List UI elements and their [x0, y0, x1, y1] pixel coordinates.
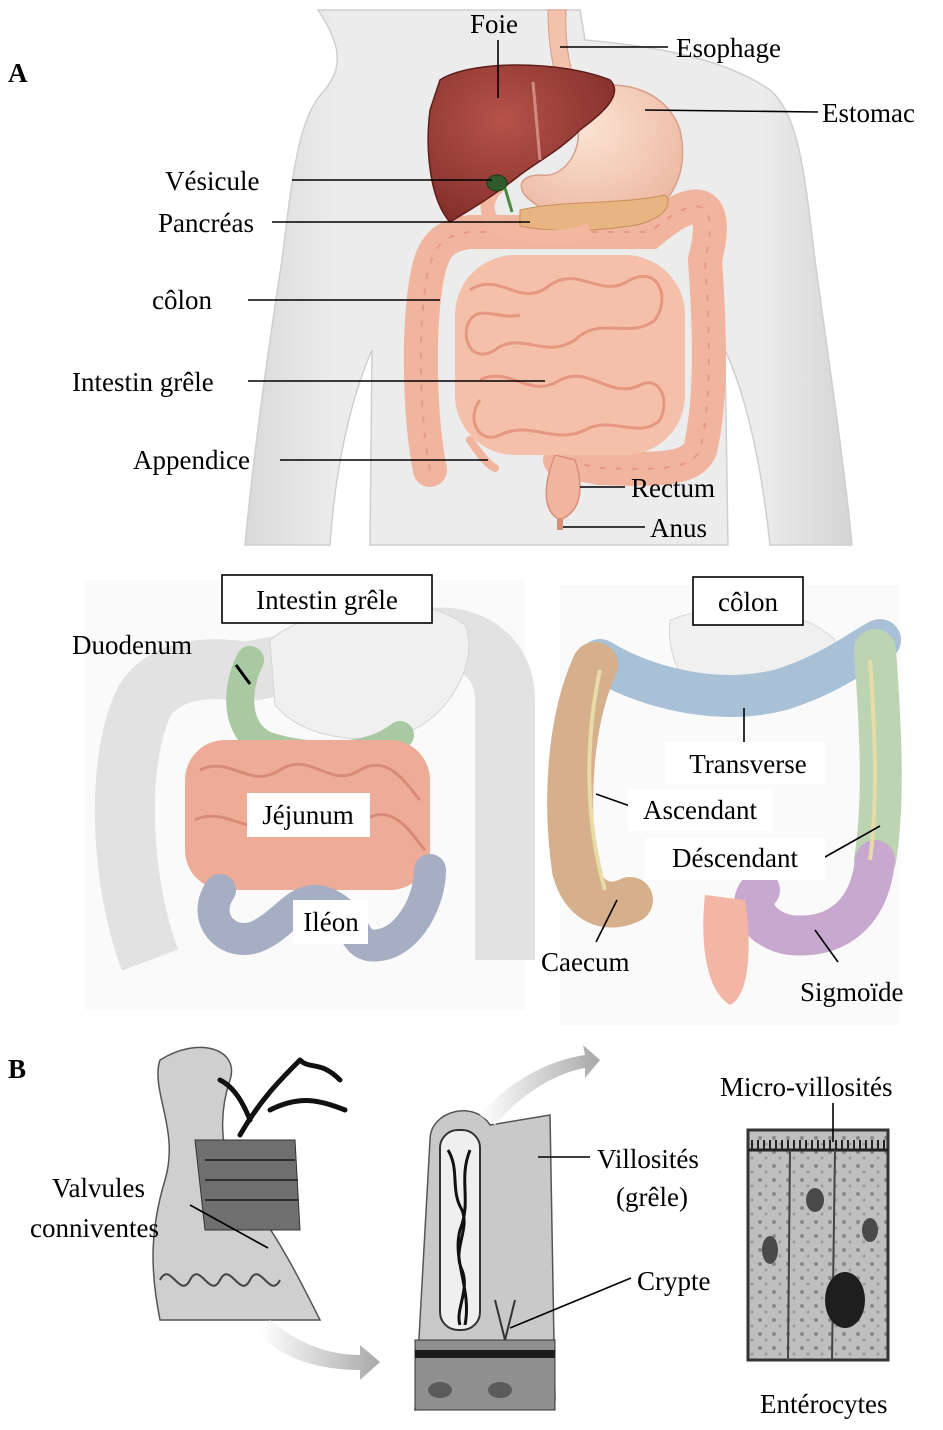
label-esophage: Esophage	[676, 33, 781, 63]
label-sigmoide: Sigmoïde	[800, 977, 904, 1007]
label-jejunum: Jéjunum	[262, 800, 354, 830]
label-pancreas: Pancréas	[158, 208, 254, 238]
enterocytes-illustration	[748, 1130, 888, 1360]
label-intestin-grele: Intestin grêle	[72, 367, 214, 397]
label-ileon: Iléon	[303, 907, 359, 937]
label-anus: Anus	[650, 513, 707, 543]
label-appendice: Appendice	[133, 445, 250, 475]
label-enterocytes: Entérocytes	[760, 1389, 887, 1419]
label-valvules-2: conniventes	[30, 1213, 159, 1243]
label-valvules-1: Valvules	[52, 1173, 145, 1203]
label-crypte: Crypte	[637, 1266, 711, 1296]
colon-title: côlon	[718, 587, 778, 617]
label-villosites-2: (grêle)	[616, 1182, 688, 1212]
label-foie: Foie	[470, 9, 518, 39]
label-estomac: Estomac	[822, 98, 915, 128]
label-colon: côlon	[152, 285, 212, 315]
intestine-section-illustration	[153, 1047, 380, 1380]
small-intestine-title: Intestin grêle	[256, 585, 398, 615]
label-caecum: Caecum	[541, 947, 629, 977]
small-intestine-shape	[455, 255, 685, 455]
label-rectum: Rectum	[631, 473, 715, 503]
label-transverse: Transverse	[689, 749, 807, 779]
label-descendant: Déscendant	[672, 843, 798, 873]
villus-illustration	[415, 1045, 600, 1410]
label-duodenum: Duodenum	[72, 630, 192, 660]
panel-b-letter: B	[8, 1054, 26, 1084]
panel-a-letter: A	[8, 58, 28, 88]
label-microvillosites: Micro-villosités	[720, 1072, 892, 1102]
label-vesicule: Vésicule	[165, 166, 259, 196]
label-villosites-1: Villosités	[597, 1144, 699, 1174]
label-ascendant: Ascendant	[643, 795, 757, 825]
